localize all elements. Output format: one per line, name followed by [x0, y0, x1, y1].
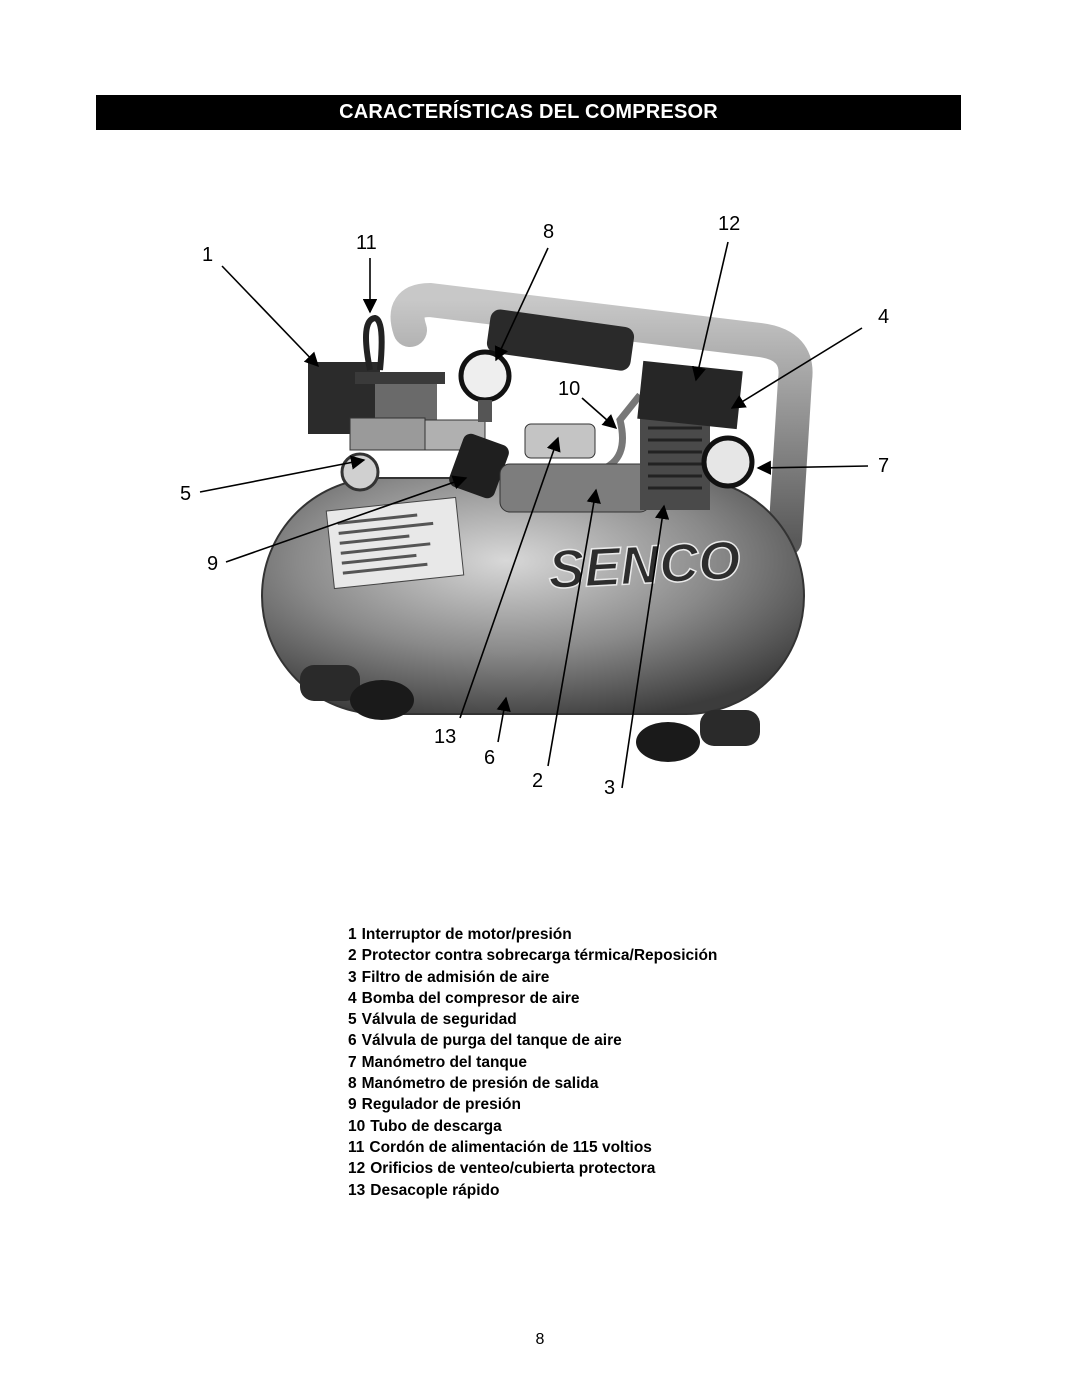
- callout-9: 9: [207, 553, 218, 575]
- callout-leaders: [199, 241, 869, 789]
- callout-7: 7: [878, 455, 889, 477]
- section-title: CARACTERÍSTICAS DEL COMPRESOR: [96, 95, 961, 130]
- callout-4: 4: [878, 306, 889, 328]
- brand-logo: SENCO: [547, 530, 742, 600]
- callout-numbers: 1 11 8 12 4 10 7 5 9 13 6 2 3: [180, 213, 889, 799]
- callout-11: 11: [356, 232, 377, 254]
- compressor-figure: SENCO: [180, 213, 889, 799]
- callout-12: 12: [718, 213, 740, 235]
- compressor-photo: SENCO: [261, 282, 813, 762]
- callout-3: 3: [604, 777, 615, 799]
- callout-1: 1: [202, 244, 213, 266]
- callout-10: 10: [558, 378, 580, 400]
- callout-13: 13: [434, 726, 456, 748]
- page-number: 8: [535, 1331, 545, 1348]
- callout-2: 2: [532, 770, 543, 792]
- callout-5: 5: [180, 483, 191, 505]
- callout-6: 6: [484, 747, 495, 769]
- callout-8: 8: [543, 221, 554, 243]
